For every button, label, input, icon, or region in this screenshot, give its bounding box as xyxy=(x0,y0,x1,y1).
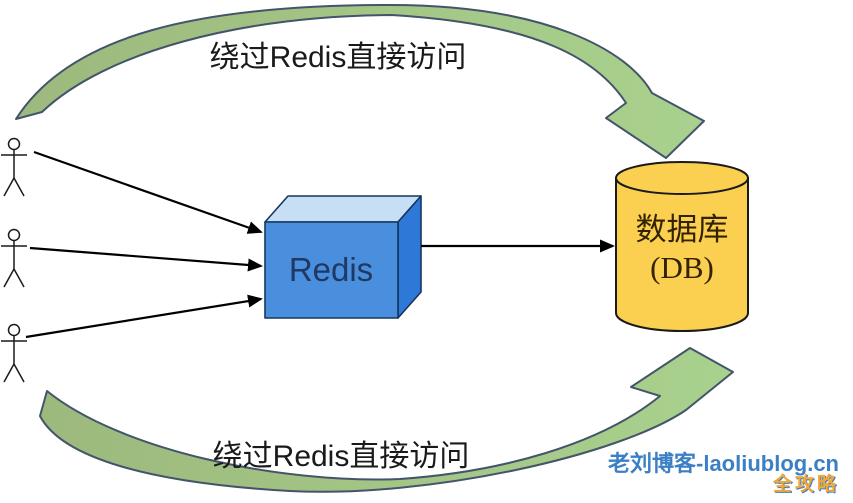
user-icon-1 xyxy=(1,137,27,197)
database-label: 数据库 (DB) xyxy=(636,211,729,287)
redis-label: Redis xyxy=(288,251,374,288)
user-icon-3 xyxy=(1,323,27,383)
database-label-line2: (DB) xyxy=(650,249,714,285)
bypass-arrow-top-icon xyxy=(15,4,705,159)
bypass-label-top: 绕过Redis直接访问 xyxy=(209,41,467,74)
request-arrow-3 xyxy=(25,294,263,339)
database-label-line1: 数据库 xyxy=(635,212,729,247)
watermark: 老刘博客-laoliublog.cn 全攻略 xyxy=(608,452,839,495)
db-cylinder-icon xyxy=(615,161,749,332)
redis-cube-icon xyxy=(264,195,422,319)
watermark-site-text: 老刘博客-laoliublog.cn xyxy=(608,451,839,476)
request-arrow-1 xyxy=(33,150,263,234)
watermark-subtitle-text: 全攻略 xyxy=(772,474,839,496)
bypass-arrow-bottom-icon xyxy=(39,347,734,493)
request-arrow-2 xyxy=(29,246,263,272)
bypass-label-bottom: 绕过Redis直接访问 xyxy=(212,440,470,473)
user-icon-2 xyxy=(1,228,27,288)
